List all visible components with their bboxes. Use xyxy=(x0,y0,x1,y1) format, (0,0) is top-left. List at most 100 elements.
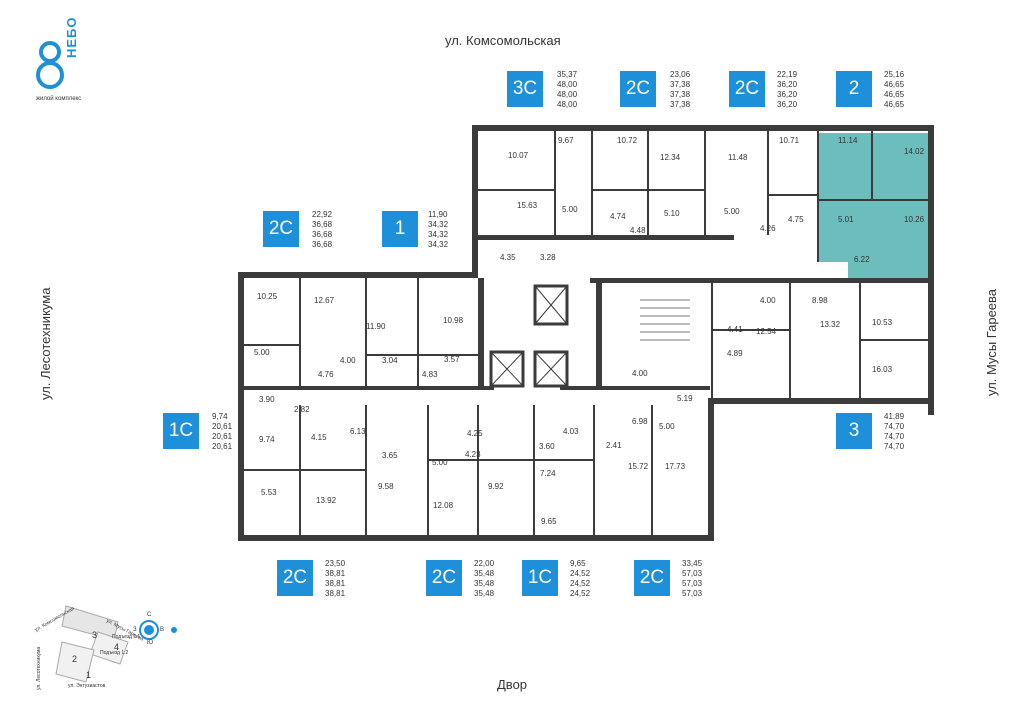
room-area: 10.53 xyxy=(872,318,893,327)
room-area: 9.67 xyxy=(558,136,574,145)
room-area: 4.75 xyxy=(788,215,804,224)
room-area: 4.00 xyxy=(632,369,648,378)
room-area: 4.48 xyxy=(630,226,646,235)
room-area: 6.98 xyxy=(632,417,648,426)
room-area: 12.67 xyxy=(314,296,335,305)
room-area: 10.72 xyxy=(617,136,638,145)
brand-logo: НЕБО жилой комплекс xyxy=(34,16,104,106)
room-area: 9.58 xyxy=(378,482,394,491)
room-area: 4.89 xyxy=(727,349,743,358)
apartment-badge-2c-left[interactable]: 2С xyxy=(263,211,299,247)
room-area: 6.13 xyxy=(350,427,366,436)
minimap-entrance-2: Подъезд 1.2 xyxy=(100,650,129,656)
room-area: 4.00 xyxy=(340,356,356,365)
room-area: 3.65 xyxy=(382,451,398,460)
room-area: 3.90 xyxy=(259,395,275,404)
apartment-badge-2c-top-1[interactable]: 2С xyxy=(620,71,656,107)
room-area: 9.65 xyxy=(541,517,557,526)
apartment-badge-2c-bottom-2[interactable]: 2С xyxy=(426,560,462,596)
minimap-section-3: 3 xyxy=(92,630,98,640)
apartment-badge-1-left[interactable]: 1 xyxy=(382,211,418,247)
minimap-drawing xyxy=(55,605,177,683)
room-area: 4.26 xyxy=(760,224,776,233)
room-area: 4.23 xyxy=(465,450,481,459)
room-area: 11.90 xyxy=(366,322,386,331)
compass-south: Ю xyxy=(147,640,154,646)
room-area: 10.07 xyxy=(508,151,529,160)
apartment-badge-2-top[interactable]: 2 xyxy=(836,71,872,107)
room-area: 15.63 xyxy=(517,201,538,210)
room-area: 4.74 xyxy=(610,212,626,221)
room-area: 5.19 xyxy=(677,394,693,403)
minimap-street-4: ул. Энтузиастов xyxy=(68,683,106,689)
room-area: 4.25 xyxy=(467,429,483,438)
apartment-badge-1c-bottom[interactable]: 1С xyxy=(522,560,558,596)
room-area: 4.83 xyxy=(422,370,438,379)
compass-west: З xyxy=(133,627,137,633)
compass-east: В xyxy=(160,627,165,633)
room-area: 10.98 xyxy=(443,316,464,325)
minimap[interactable]: ул. Комсомольская ул. Мусы Гареева ул. Л… xyxy=(28,592,188,692)
room-area: 4.03 xyxy=(563,427,579,436)
room-area: 15.72 xyxy=(628,462,649,471)
room-area: 11.14 xyxy=(838,136,858,145)
room-area: 3.57 xyxy=(444,355,460,364)
room-area: 17.73 xyxy=(665,462,686,471)
minimap-section-1: 1 xyxy=(86,670,92,680)
apartment-badge-2c-bottom-3[interactable]: 2С xyxy=(634,560,670,596)
room-area: 4.41 xyxy=(727,325,743,334)
room-area: 5.10 xyxy=(664,209,680,218)
apartment-badge-3-right[interactable]: 3 xyxy=(836,413,872,449)
apartment-badge-1c-left[interactable]: 1С xyxy=(163,413,199,449)
minimap-section-4: 4 xyxy=(114,642,120,652)
room-area: 13.92 xyxy=(316,496,337,505)
minimap-section-2: 2 xyxy=(72,654,78,664)
room-area: 2.41 xyxy=(606,441,622,450)
room-area: 3.04 xyxy=(382,356,398,365)
room-area: 12.34 xyxy=(660,153,681,162)
room-area: 5.53 xyxy=(261,488,277,497)
compass-north: С xyxy=(147,612,152,618)
room-area: 5.01 xyxy=(838,215,854,224)
brand-logo-icon xyxy=(36,41,64,89)
minimap-street-3: ул. Лесотехникума xyxy=(36,646,42,690)
room-area: 5.00 xyxy=(254,348,270,357)
street-bottom: Двор xyxy=(497,677,528,692)
room-area: 8.98 xyxy=(812,296,828,305)
room-area: 5.00 xyxy=(724,207,740,216)
room-area: 7.24 xyxy=(540,469,556,478)
room-area: 12.54 xyxy=(756,327,777,336)
room-area: 3.60 xyxy=(539,442,555,451)
apartment-badge-2c-top-2[interactable]: 2С xyxy=(729,71,765,107)
apartment-highlight[interactable] xyxy=(818,133,928,282)
apartment-badge-2c-bottom-1[interactable]: 2С xyxy=(277,560,313,596)
room-area: 5.00 xyxy=(432,458,448,467)
room-area: 4.15 xyxy=(311,433,327,442)
room-area: 16.03 xyxy=(872,365,893,374)
room-area: 9.92 xyxy=(488,482,504,491)
room-area: 13.32 xyxy=(820,320,841,329)
room-area: 2.82 xyxy=(294,405,310,414)
apartment-badge-3c-top[interactable]: 3С xyxy=(507,71,543,107)
room-area: 4.35 xyxy=(500,253,516,262)
room-area: 10.25 xyxy=(257,292,278,301)
room-area: 10.71 xyxy=(779,136,800,145)
room-area: 10.26 xyxy=(904,215,925,224)
room-area: 4.76 xyxy=(318,370,334,379)
room-area: 12.08 xyxy=(433,501,454,510)
room-area: 6.22 xyxy=(854,255,870,264)
room-area: 3.28 xyxy=(540,253,556,262)
minimap-entrance-1: Подъезд 1.1 xyxy=(112,634,141,640)
